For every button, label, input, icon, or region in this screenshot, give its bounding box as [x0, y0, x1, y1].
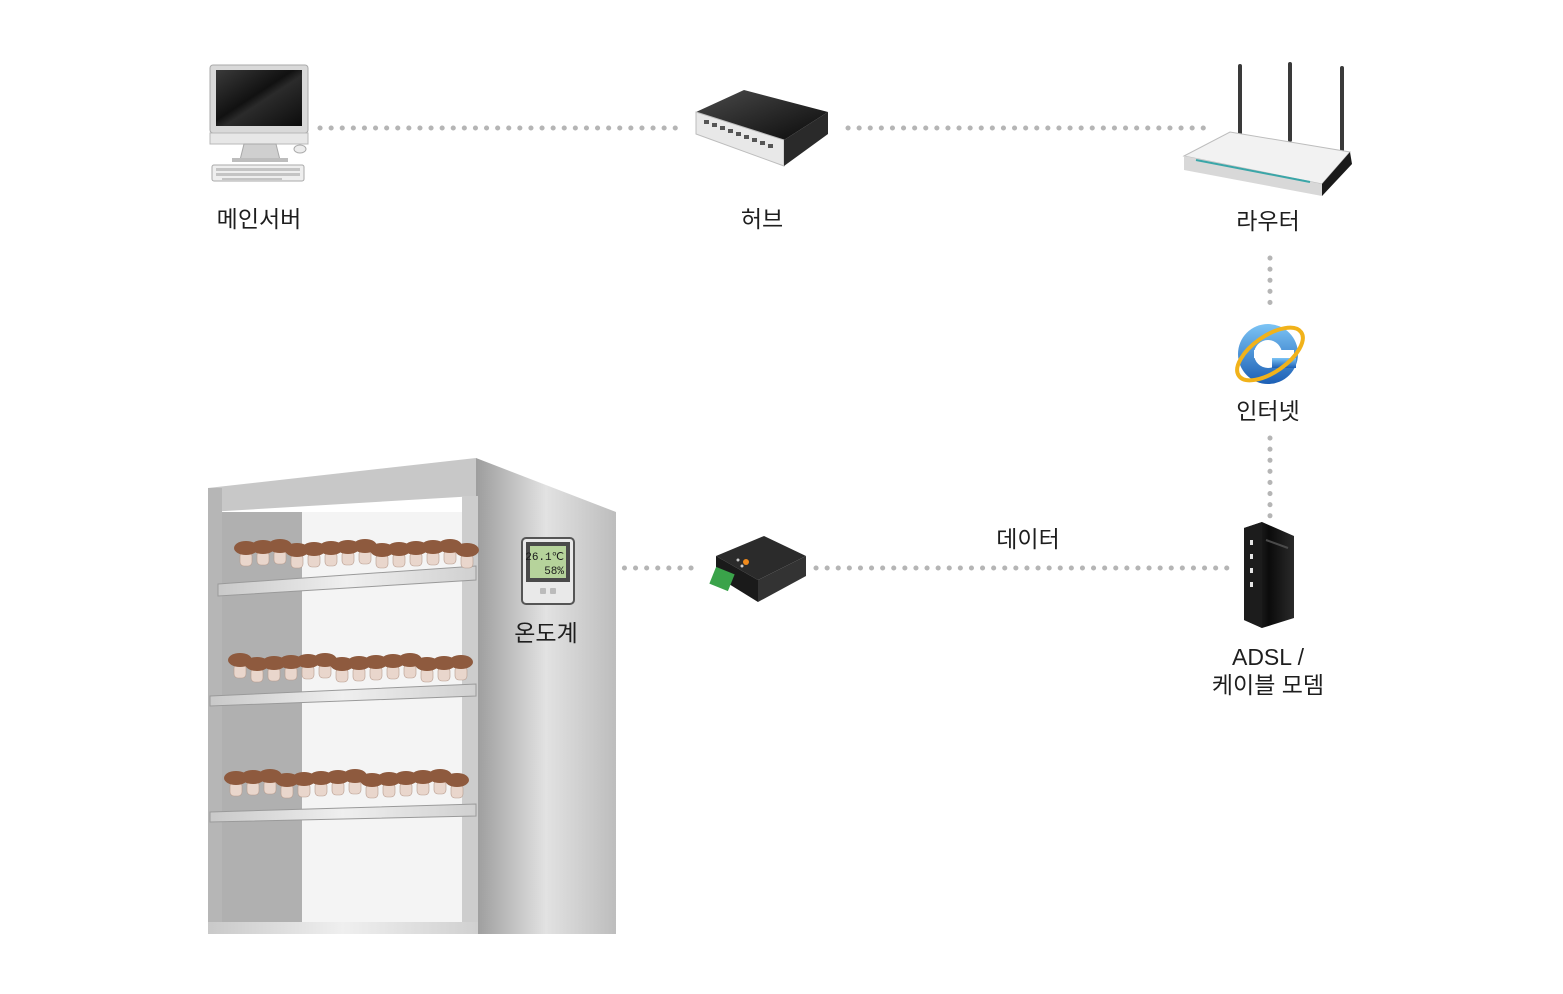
network-hub-icon [695, 90, 828, 167]
mushroom-cap [449, 655, 473, 669]
hub-label: 허브 [740, 206, 784, 232]
humidity-reading: 58% [544, 566, 564, 578]
thermometer-label: 온도계 [514, 620, 578, 646]
thermo-hygrometer-icon: 26.1℃ 58% [521, 537, 575, 605]
temperature-reading: 26.1℃ [525, 552, 564, 564]
modem-icon [1244, 522, 1294, 628]
router-label: 라우터 [1236, 208, 1300, 234]
data-link-label: 데이터 [996, 526, 1060, 552]
modem-label-line1: ADSL / [1231, 644, 1304, 670]
main-server-label: 메인서버 [216, 206, 302, 232]
internet-explorer-icon [1235, 324, 1305, 384]
wifi-router-icon [1182, 62, 1352, 196]
internet-label: 인터넷 [1236, 398, 1300, 424]
desktop-computer-icon [209, 64, 309, 182]
mushroom-rows [224, 539, 479, 799]
modem-label-line2: 케이블 모뎀 [1211, 672, 1325, 698]
mushroom-shelf-icon [208, 458, 616, 934]
serial-device-server-icon [709, 536, 806, 602]
mushroom-cap [445, 773, 469, 787]
mushroom-cap [455, 543, 479, 557]
